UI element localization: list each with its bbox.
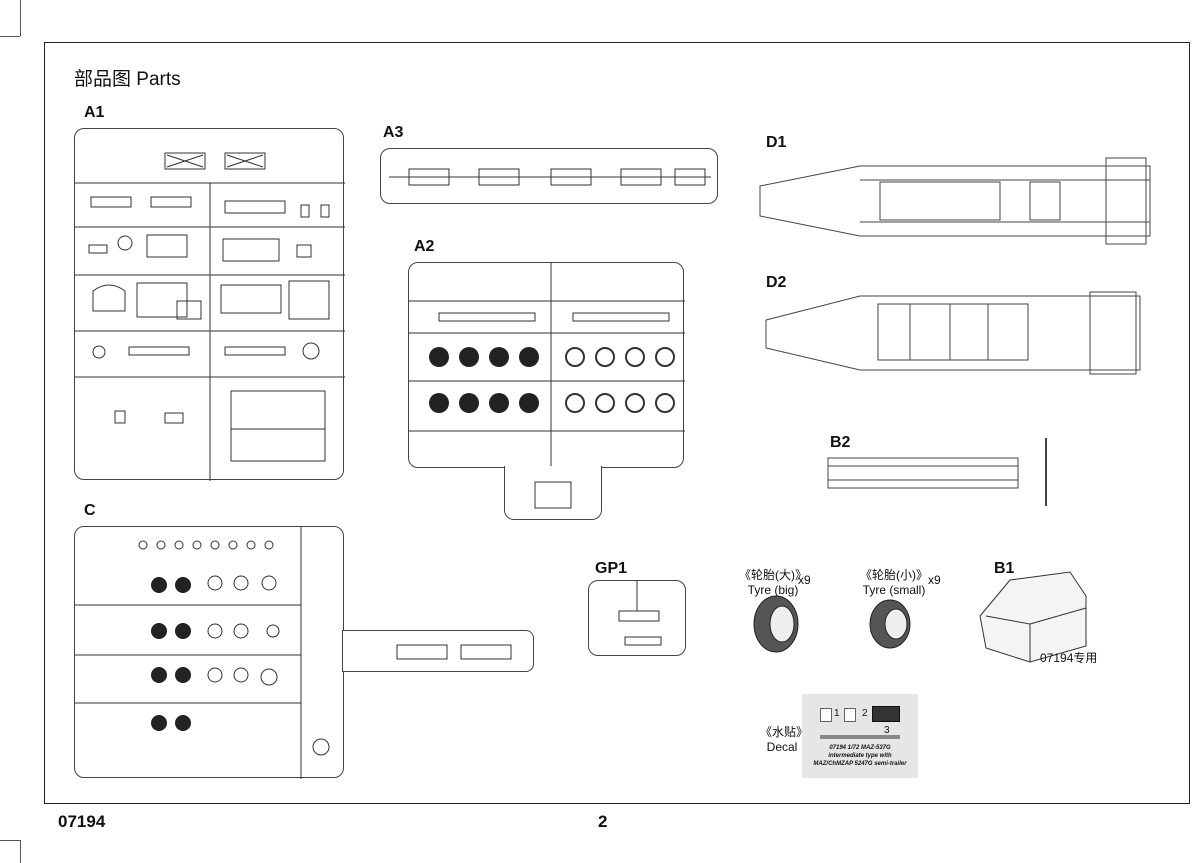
sprue-a3-frame xyxy=(380,148,718,204)
decal-number-1: 1 xyxy=(834,708,840,719)
crop-mark xyxy=(0,36,20,37)
crop-mark xyxy=(0,0,21,36)
tyre-small-name-en: Tyre (small) xyxy=(862,583,926,597)
tyre-big-quantity: x9 xyxy=(798,573,811,587)
sprue-a2-tab-drawing xyxy=(534,481,572,509)
sprue-label-b2: B2 xyxy=(830,434,851,451)
decal-plate xyxy=(872,706,900,722)
sprue-a1-frame xyxy=(74,128,345,481)
decal-stripe xyxy=(820,735,900,739)
decal-caption-1: 07194 1/72 MAZ-537G xyxy=(829,745,891,751)
sprue-label-a3: A3 xyxy=(383,124,404,141)
sprue-c-extension-drawing xyxy=(396,644,512,660)
sprue-label-d1: D1 xyxy=(766,134,787,151)
sprue-c-drawing xyxy=(75,527,330,779)
sprue-label-d2: D2 xyxy=(766,274,787,291)
sprue-label-b1: B1 xyxy=(994,560,1015,577)
decal-sheet: 1 2 3 07194 1/72 MAZ-537G intermediate t… xyxy=(802,694,918,778)
decal-number-3: 3 xyxy=(884,725,890,736)
decal-emblem-1 xyxy=(820,708,832,722)
decal-label-cn: 《水贴》 xyxy=(760,725,809,739)
sprue-c-frame xyxy=(74,526,344,779)
sprue-a2-tab xyxy=(504,466,602,520)
sprue-gp1-drawing xyxy=(618,581,662,646)
tyre-big-name-en: Tyre (big) xyxy=(747,583,799,597)
b1-note: 07194专用 xyxy=(1040,651,1098,665)
decal-caption-2: intermediate type with xyxy=(828,753,892,759)
sprue-a2-frame xyxy=(408,262,685,469)
decal-number-2: 2 xyxy=(862,708,868,719)
tyre-small-quantity: x9 xyxy=(928,573,941,587)
tyre-big-image xyxy=(753,595,799,653)
tyre-small-name-cn: 《轮胎(小)》 xyxy=(860,568,928,582)
sprue-label-gp1: GP1 xyxy=(595,560,628,577)
sprue-gp1-frame xyxy=(588,580,686,656)
decal-caption-3: MAZ/ChMZAP 5247G semi-trailer xyxy=(813,761,907,767)
sprue-label-a2: A2 xyxy=(414,238,435,255)
page-number: 2 xyxy=(598,812,608,831)
product-code: 07194 xyxy=(58,812,106,831)
tyre-big-name-cn: 《轮胎(大)》 xyxy=(739,568,807,582)
decal-label-en: Decal xyxy=(766,740,798,754)
tyre-small-image xyxy=(869,599,911,649)
sprue-label-a1: A1 xyxy=(84,104,105,121)
sprue-c-extension xyxy=(342,630,534,672)
crop-mark xyxy=(0,840,21,863)
page-title: 部品图 Parts xyxy=(74,69,181,90)
sprue-a3-drawing xyxy=(389,168,711,186)
sprue-label-c: C xyxy=(84,502,96,519)
crop-mark xyxy=(0,840,20,841)
sprue-a1-drawing xyxy=(75,152,345,481)
page-frame xyxy=(44,42,1190,804)
sprue-a2-drawing xyxy=(409,263,685,469)
decal-emblem-2 xyxy=(844,708,856,722)
b1-cab-image xyxy=(979,571,1087,663)
